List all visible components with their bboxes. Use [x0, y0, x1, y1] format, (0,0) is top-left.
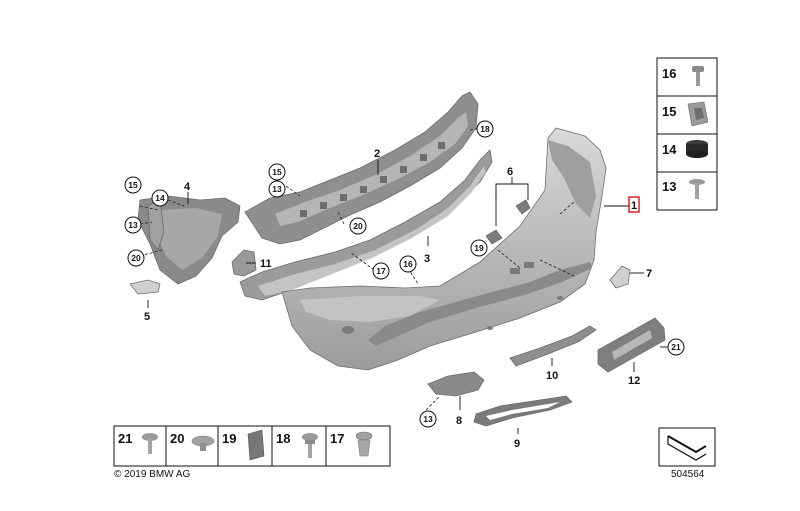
legend-right-num-0: 16: [662, 66, 676, 81]
circled-16: 16: [399, 255, 417, 273]
callout-12: 12: [628, 375, 640, 387]
callout-7: 7: [646, 268, 652, 280]
callout-10: 10: [546, 370, 558, 382]
trim-strip-10: [509, 325, 597, 367]
svg-text:15: 15: [272, 167, 282, 177]
legend-bottom-num-3: 18: [276, 431, 290, 446]
callout-6: 6: [507, 166, 513, 178]
svg-text:20: 20: [353, 221, 363, 231]
svg-text:17: 17: [376, 266, 386, 276]
svg-text:21: 21: [671, 342, 681, 352]
svg-text:16: 16: [403, 259, 413, 269]
circled-21: 21: [667, 338, 685, 356]
bumper-cover: [281, 127, 607, 371]
carrier-upper: [244, 91, 479, 245]
svg-text:13: 13: [423, 414, 433, 424]
callout-1: 1: [631, 200, 637, 212]
svg-text:20: 20: [131, 253, 141, 263]
circled-15-a: 15: [268, 163, 286, 181]
callout-11: 11: [260, 258, 272, 270]
screw-icon: [689, 179, 705, 199]
legend-right: 16 15 14 13: [656, 57, 718, 211]
pad-5: [129, 279, 161, 295]
screw-icon: [692, 66, 704, 86]
circled-callouts: 18 15 13 15 14 13 20 20 17 16 19 21 13: [124, 120, 685, 428]
circled-13-c: 13: [419, 410, 437, 428]
callout-1-box: [628, 196, 640, 213]
dashed-assembly-lines: [139, 127, 575, 411]
rubber-buffer-icon: [686, 140, 708, 158]
circled-14-b: 14: [151, 189, 169, 207]
callout-2: 2: [374, 148, 380, 160]
svg-text:15: 15: [128, 180, 138, 190]
svg-text:19: 19: [474, 243, 484, 253]
svg-text:18: 18: [480, 124, 490, 134]
circled-13-b: 13: [124, 216, 142, 234]
legend-right-num-3: 13: [662, 179, 676, 194]
orientation-icon: [658, 427, 716, 467]
carrier-lower: [239, 149, 493, 301]
trim-9: [473, 395, 573, 427]
circled-17: 17: [372, 262, 390, 280]
expanding-rivet-icon: [355, 431, 373, 457]
copyright-text: © 2019 BMW AG: [114, 469, 191, 480]
callout-3: 3: [424, 253, 430, 265]
clip-6b: [485, 229, 503, 245]
expanding-rivet-icon: [191, 435, 215, 451]
svg-text:13: 13: [128, 220, 138, 230]
collar-screw-icon: [302, 433, 318, 458]
nut-clip-icon: [687, 101, 709, 127]
legend-bottom-num-1: 20: [170, 431, 184, 446]
bracket-left: [137, 195, 241, 285]
circled-19: 19: [470, 239, 488, 257]
circled-13-a: 13: [268, 180, 286, 198]
svg-text:13: 13: [272, 184, 282, 194]
callout-4: 4: [184, 181, 191, 193]
svg-text:14: 14: [155, 193, 165, 203]
circled-18-top: 18: [476, 120, 494, 138]
plate-bracket-12: [597, 317, 666, 373]
leader-lines: [147, 160, 668, 434]
screw-icon: [142, 433, 158, 454]
pad-7: [609, 265, 631, 289]
legend-bottom-num-2: 19: [222, 431, 236, 446]
callout-8: 8: [456, 415, 462, 427]
trim-8: [427, 371, 485, 397]
callout-5: 5: [144, 311, 150, 323]
clip-part-11: [231, 249, 257, 277]
circled-20-a: 20: [349, 217, 367, 235]
callout-numbers: 2 3 4 5 6 7 8 9 10 11 12 1: [144, 148, 652, 450]
callout-9: 9: [514, 438, 520, 450]
circled-15-b: 15: [124, 176, 142, 194]
clip-plate-icon: [247, 429, 265, 461]
legend-bottom: 21 20 19 18 17: [113, 425, 391, 467]
legend-right-num-1: 15: [662, 104, 676, 119]
diagram-number: 504564: [671, 469, 705, 480]
clip-6a: [515, 199, 531, 215]
circled-20-b: 20: [127, 249, 145, 267]
legend-right-num-2: 14: [662, 142, 677, 157]
legend-bottom-num-4: 17: [330, 431, 344, 446]
legend-bottom-num-0: 21: [118, 431, 132, 446]
